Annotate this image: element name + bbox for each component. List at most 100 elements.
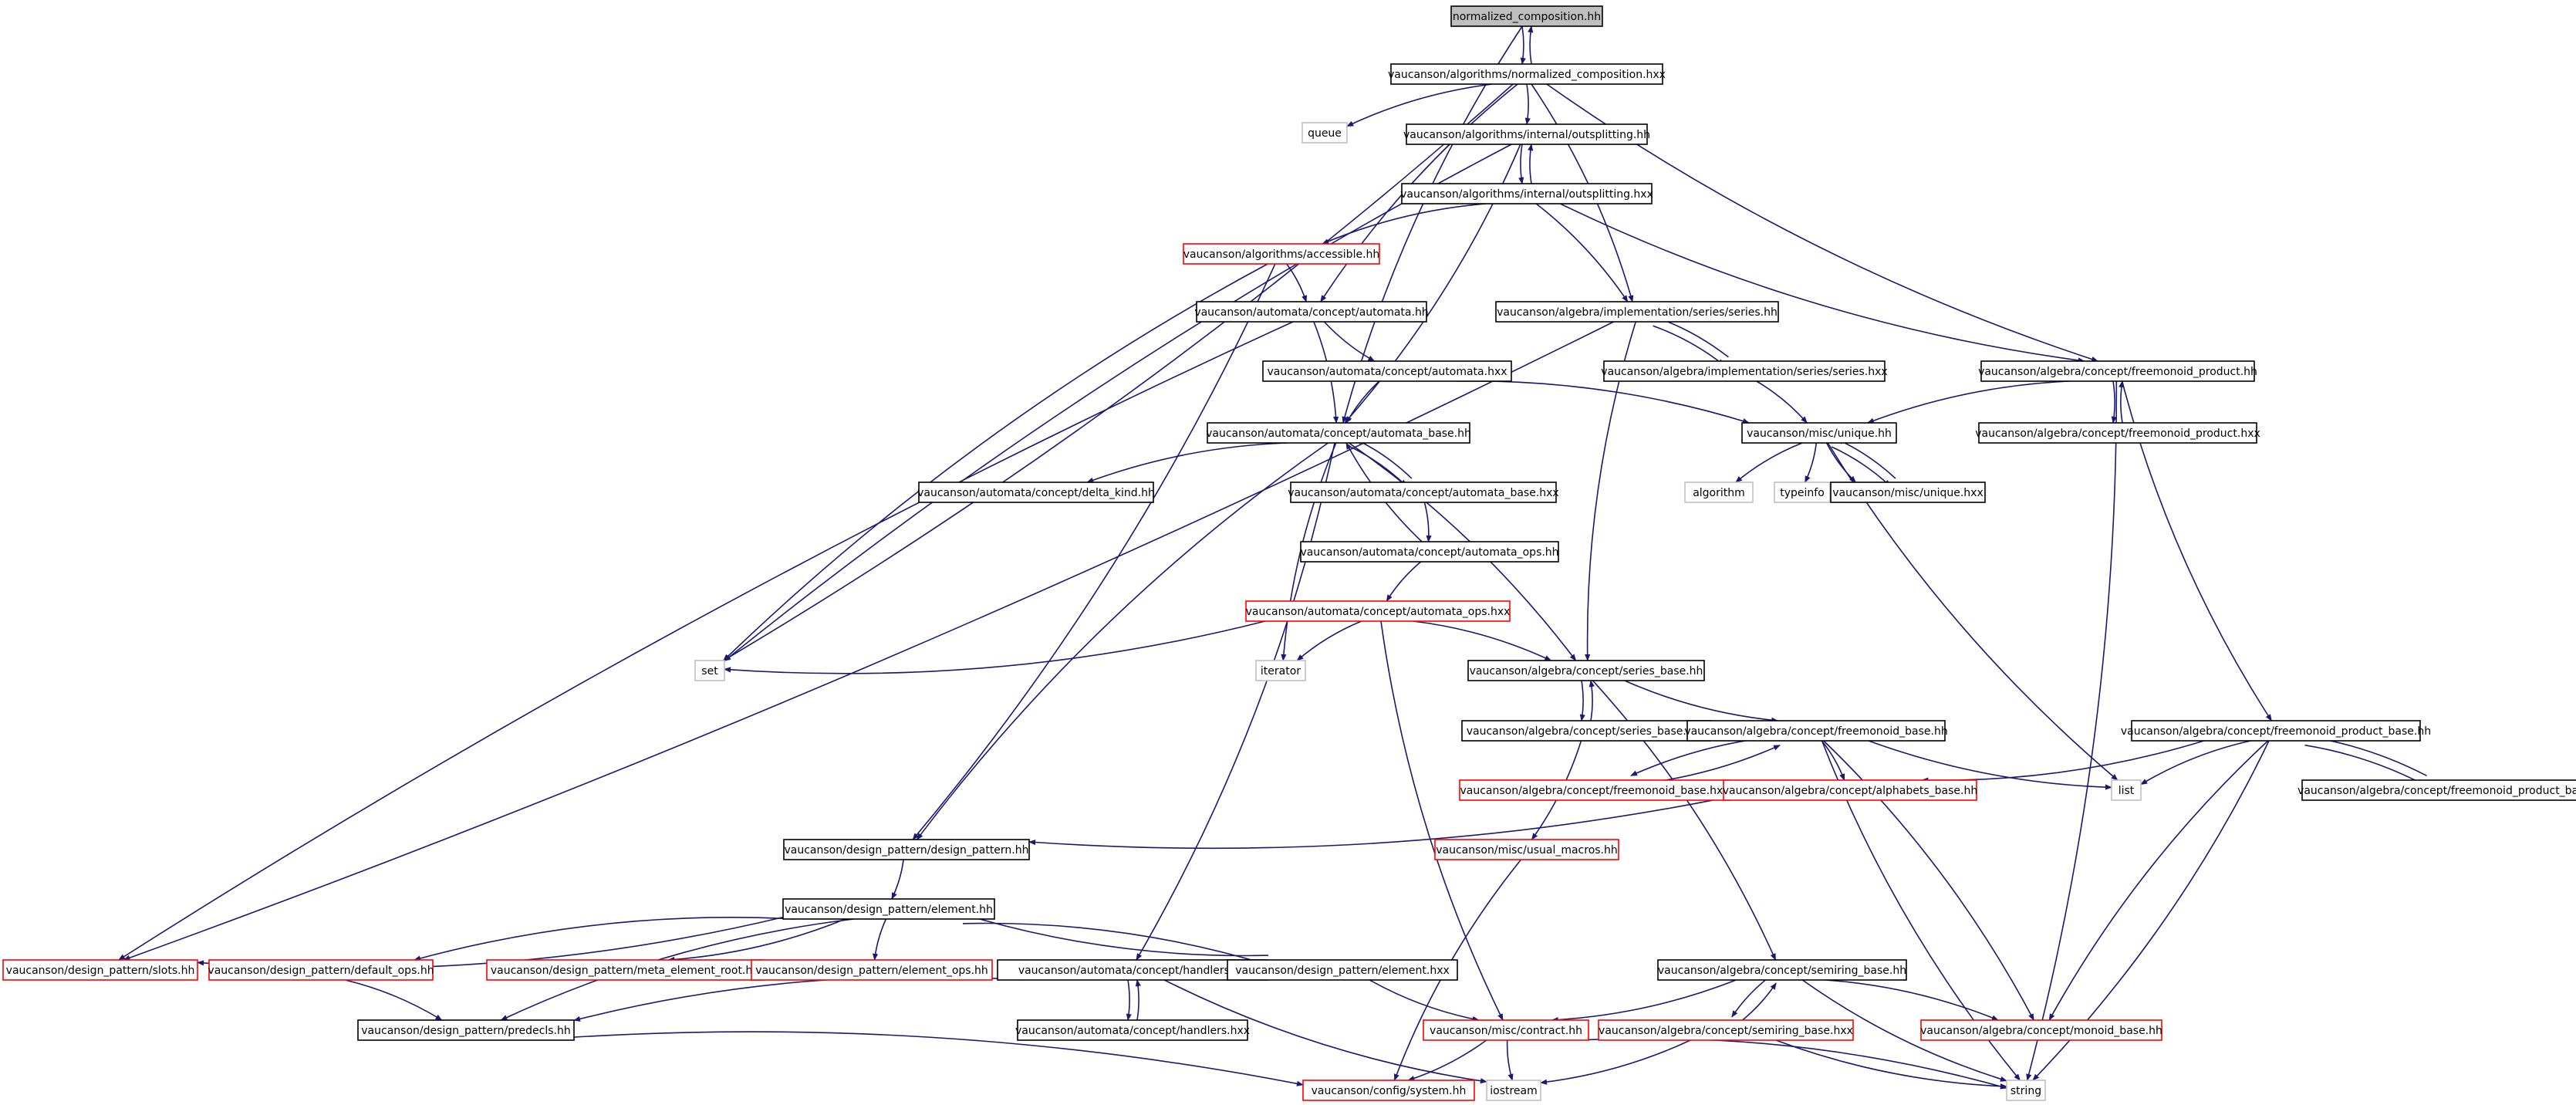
node-label: vaucanson/algebra/concept/freemonoid_pro… <box>2121 725 2431 738</box>
node-n9[interactable]: vaucanson/automata/concept/automata.hxx <box>1262 360 1512 382</box>
edge-n29-n32 <box>1028 797 1724 850</box>
node-n40[interactable]: vaucanson/design_pattern/element.hxx <box>1227 959 1458 981</box>
node-n37[interactable]: vaucanson/design_pattern/meta_element_ro… <box>486 959 764 981</box>
node-n14[interactable]: vaucanson/automata/concept/delta_kind.hh <box>917 482 1155 503</box>
node-n26[interactable]: vaucanson/algebra/concept/freemonoid_bas… <box>1684 720 1948 742</box>
edge-n21-n23 <box>1296 620 1362 661</box>
edge-n5-n22 <box>723 263 1268 661</box>
node-label: string <box>2010 1085 2041 1097</box>
node-n24[interactable]: vaucanson/algebra/concept/series_base.hh <box>1467 660 1705 681</box>
node-n27[interactable]: vaucanson/algebra/concept/freemonoid_pro… <box>2121 720 2431 742</box>
node-n33[interactable]: vaucanson/misc/usual_macros.hh <box>1434 839 1619 860</box>
node-box <box>1227 959 1458 981</box>
node-label: vaucanson/misc/unique.hxx <box>1832 487 1983 499</box>
edge-n11-n32 <box>916 442 1329 840</box>
node-n34[interactable]: vaucanson/design_pattern/element.hh <box>782 898 995 920</box>
node-n19[interactable]: vaucanson/misc/unique.hxx <box>1830 482 1986 503</box>
node-n35[interactable]: vaucanson/design_pattern/slots.hh <box>2 959 198 981</box>
node-label: iostream <box>1490 1085 1538 1097</box>
node-n43[interactable]: vaucanson/automata/concept/handlers.hxx <box>1015 1019 1250 1041</box>
node-n25[interactable]: vaucanson/algebra/concept/series_base.hx… <box>1461 720 1711 742</box>
edge-n39-n43 <box>1126 979 1132 1021</box>
node-n10[interactable]: vaucanson/algebra/concept/freemonoid_pro… <box>1978 360 2257 382</box>
node-n20[interactable]: vaucanson/automata/concept/automata_ops.… <box>1300 541 1559 563</box>
node-n22[interactable]: set <box>694 660 725 681</box>
node-label: vaucanson/automata/concept/automata.hh <box>1194 306 1428 319</box>
node-n49[interactable]: string <box>2006 1080 2046 1101</box>
node-n21[interactable]: vaucanson/automata/concept/automata_ops.… <box>1245 600 1511 622</box>
edge-n41-n44 <box>1551 979 1737 1023</box>
node-n13[interactable]: vaucanson/algebra/concept/freemonoid_pro… <box>1975 422 2260 444</box>
edge-n3-n22 <box>724 144 1512 662</box>
edge-n21-n44 <box>1380 620 1504 1021</box>
edge-n44-n49 <box>1588 1037 2007 1090</box>
node-n1[interactable]: vaucanson/algorithms/normalized_composit… <box>1388 63 1666 85</box>
node-box <box>2006 1080 2046 1101</box>
edge-n44-n48 <box>1506 1039 1514 1081</box>
node-n38[interactable]: vaucanson/design_pattern/element_ops.hh <box>751 959 993 981</box>
node-label: vaucanson/algebra/concept/alphabets_base… <box>1723 785 1977 797</box>
edge-n26-n30 <box>1868 740 2112 790</box>
edge-n1-n0 <box>1528 25 1534 65</box>
node-label: vaucanson/design_pattern/element.hh <box>785 904 993 916</box>
node-n15[interactable]: vaucanson/automata/concept/automata_base… <box>1288 482 1559 503</box>
node-n32[interactable]: vaucanson/design_pattern/design_pattern.… <box>783 839 1030 860</box>
edge-n36-n42 <box>345 979 443 1021</box>
node-n11[interactable]: vaucanson/automata/concept/automata_base… <box>1206 422 1471 444</box>
node-box <box>486 959 764 981</box>
node-n31[interactable]: vaucanson/algebra/concept/freemonoid_pro… <box>2297 779 2576 801</box>
edge-n4-n3 <box>1528 144 1534 184</box>
node-n5[interactable]: vaucanson/algorithms/accessible.hh <box>1183 243 1380 265</box>
node-n12[interactable]: vaucanson/misc/unique.hh <box>1741 422 1897 444</box>
node-label: vaucanson/design_pattern/element_ops.hh <box>755 965 988 977</box>
node-n23[interactable]: iterator <box>1255 660 1306 681</box>
node-box <box>1467 660 1705 681</box>
node-n17[interactable]: typeinfo <box>1774 482 1831 503</box>
node-label: vaucanson/algebra/concept/freemonoid_pro… <box>2297 785 2576 797</box>
node-box <box>1495 301 1779 323</box>
node-box <box>2131 720 2421 742</box>
node-n6[interactable]: vaucanson/automata/concept/automata.hh <box>1194 301 1429 323</box>
edge-n45-n49 <box>1775 1039 2007 1090</box>
edge-n41-n46 <box>1825 979 1999 1021</box>
node-n42[interactable]: vaucanson/design_pattern/predecls.hh <box>357 1019 575 1041</box>
edge-layer <box>118 25 2427 1090</box>
node-n0[interactable]: normalized_composition.hh <box>1450 5 1603 27</box>
edge-n8-n12 <box>1756 380 1808 424</box>
node-n16[interactable]: algorithm <box>1684 482 1754 503</box>
node-n46[interactable]: vaucanson/algebra/concept/monoid_base.hh <box>1920 1019 2162 1041</box>
node-n39[interactable]: vaucanson/automata/concept/handlers.hh <box>997 959 1268 981</box>
node-box <box>1657 959 1907 981</box>
edge-n12-n19 <box>1831 446 1891 487</box>
node-box <box>2 959 198 981</box>
node-label: vaucanson/algebra/concept/monoid_base.hh <box>1920 1025 2162 1037</box>
node-n47[interactable]: vaucanson/config/system.hh <box>1302 1080 1475 1101</box>
node-n44[interactable]: vaucanson/misc/contract.hh <box>1423 1019 1589 1041</box>
node-n36[interactable]: vaucanson/design_pattern/default_ops.hh <box>208 959 434 981</box>
node-label: vaucanson/algebra/implementation/series/… <box>1497 306 1778 319</box>
edge-n26-n29 <box>1821 740 1845 781</box>
node-box <box>1684 482 1754 503</box>
node-n30[interactable]: list <box>2111 779 2142 801</box>
node-n8[interactable]: vaucanson/algebra/implementation/series/… <box>1601 360 1888 382</box>
node-n4[interactable]: vaucanson/algorithms/internal/outsplitti… <box>1400 183 1653 204</box>
node-n2[interactable]: queue <box>1302 122 1348 144</box>
node-n29[interactable]: vaucanson/algebra/concept/alphabets_base… <box>1723 779 1977 801</box>
node-label: vaucanson/design_pattern/meta_element_ro… <box>491 965 759 977</box>
edge-n32-n34 <box>891 859 904 900</box>
edge-n24-n41 <box>1592 680 1777 961</box>
node-label: queue <box>1308 127 1342 140</box>
node-n7[interactable]: vaucanson/algebra/implementation/series/… <box>1495 301 1779 323</box>
node-n3[interactable]: vaucanson/algorithms/internal/outsplitti… <box>1403 123 1650 145</box>
node-label: vaucanson/algebra/concept/series_base.hh <box>1470 665 1703 678</box>
edge-n12-n16 <box>1735 442 1803 483</box>
node-n41[interactable]: vaucanson/algebra/concept/semiring_base.… <box>1657 959 1907 981</box>
node-n28[interactable]: vaucanson/algebra/concept/freemonoid_bas… <box>1459 779 1730 801</box>
edge-n34-n40 <box>962 922 1268 966</box>
node-n48[interactable]: iostream <box>1486 1080 1541 1101</box>
node-label: vaucanson/algebra/concept/freemonoid_pro… <box>1975 427 2260 440</box>
node-n45[interactable]: vaucanson/algebra/concept/semiring_base.… <box>1598 1019 1854 1041</box>
node-box <box>1603 360 1886 382</box>
edge-n40-n34 <box>963 913 1269 957</box>
